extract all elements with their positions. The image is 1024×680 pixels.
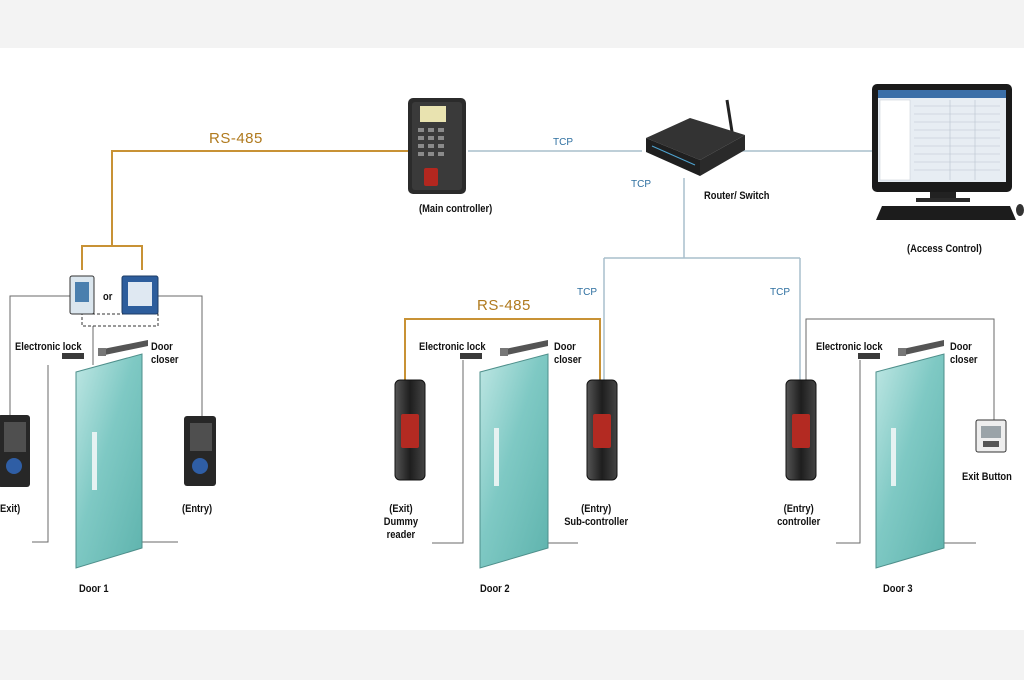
door2-entry-reader <box>586 379 618 481</box>
door2-entry-line1: (Entry) <box>581 503 612 515</box>
main-controller-label: (Main controller) <box>419 203 493 215</box>
door2-closer-line1: Door <box>554 341 576 353</box>
door3-entry-reader <box>785 379 817 481</box>
door3-entry-line1: (Entry) <box>783 503 814 515</box>
rs485-bus-door2 <box>404 318 601 388</box>
lock-dashed-box <box>81 313 159 327</box>
router-label: Router/ Switch <box>704 190 770 202</box>
tcp-network <box>468 150 872 380</box>
tcp-label-door3: TCP <box>770 287 790 298</box>
door1-closer-line1: Door <box>151 341 173 353</box>
door3-closer <box>858 340 944 359</box>
door3-exit-button <box>975 419 1007 453</box>
door1-closer-line2: closer <box>151 354 179 366</box>
tcp-label-main: TCP <box>553 137 573 148</box>
door1-or-label: or <box>103 291 113 303</box>
door2-exit-reader <box>394 379 426 481</box>
rs485-label-main: RS-485 <box>209 130 263 147</box>
door3-exit-button-label: Exit Button <box>962 471 1012 483</box>
access-control-label: (Access Control) <box>907 243 982 255</box>
door1-closer <box>62 340 148 359</box>
door3-glass <box>875 353 945 569</box>
door1-closer-label: Door closer <box>151 341 179 367</box>
main-controller-device <box>408 98 466 194</box>
door1-glass <box>75 353 143 569</box>
rs485-bus-door1 <box>81 150 410 270</box>
door1-lock-module-b <box>121 275 159 315</box>
door2-lock-label: Electronic lock <box>419 341 486 353</box>
tcp-label-door2: TCP <box>577 287 597 298</box>
door1-lock-label: Electronic lock <box>15 341 82 353</box>
door2-exit-line1: (Exit) <box>389 503 413 515</box>
door1-entry-label: (Entry) <box>182 503 213 515</box>
door1-exit-label: Exit) <box>0 503 21 515</box>
door2-entry-line2: Sub-controller <box>564 516 629 528</box>
door3-entry-line2: controller <box>777 516 821 528</box>
door2-closer <box>460 340 548 359</box>
door1-exit-reader <box>0 415 30 487</box>
door2-closer-line2: closer <box>554 354 582 366</box>
rs485-label-door2: RS-485 <box>477 297 531 314</box>
door2-entry-label: (Entry) Sub-controller <box>563 503 629 529</box>
door3-closer-label: Door closer <box>950 341 978 367</box>
door3-name: Door 3 <box>883 583 913 595</box>
door3-lock-label: Electronic lock <box>816 341 883 353</box>
door2-exit-line2: Dummy reader <box>383 516 419 541</box>
door1-name: Door 1 <box>79 583 109 595</box>
router-device <box>646 99 745 176</box>
door2-name: Door 2 <box>480 583 510 595</box>
door-wiring <box>9 295 995 544</box>
tcp-label-router: TCP <box>631 179 651 190</box>
door2-exit-label: (Exit) Dummy reader <box>372 503 430 542</box>
access-control-computer <box>872 84 1024 220</box>
door2-glass <box>479 353 549 569</box>
door2-closer-label: Door closer <box>554 341 582 367</box>
door1-entry-reader <box>184 416 216 486</box>
door3-entry-label: (Entry) controller <box>774 503 823 529</box>
door3-closer-line2: closer <box>950 354 978 366</box>
door1-lock-module-a <box>69 275 95 315</box>
door3-closer-line1: Door <box>950 341 972 353</box>
